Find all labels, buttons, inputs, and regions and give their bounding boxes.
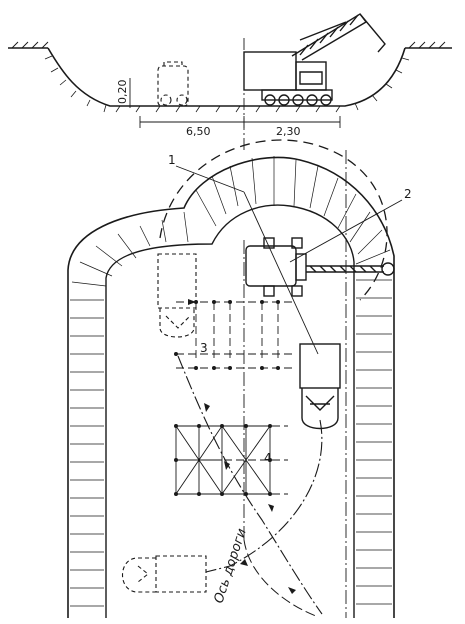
truck-loading (299, 343, 341, 430)
truck-section (157, 61, 189, 107)
ground-hatching (11, 41, 446, 49)
pit-bottom-hatch (115, 105, 341, 113)
truck-position-grid (175, 301, 296, 495)
direction-arrows (188, 299, 296, 594)
callout-2: 2 (404, 187, 412, 201)
road-axis-label: Ось дороги (212, 527, 250, 605)
callout-4: 4 (264, 451, 272, 465)
grid-dots (174, 300, 280, 496)
callout-3: 3 (200, 341, 208, 355)
truck-waiting (157, 253, 197, 338)
truck-departing (122, 555, 207, 593)
pit-profile-hatch (44, 55, 410, 113)
road-axis-curve (243, 539, 317, 617)
swing-radius-arc (159, 139, 388, 301)
width-right-label: 2,30 (276, 125, 301, 138)
cross-section: 0,20 6,50 2,30 (8, 13, 452, 150)
width-left-label: 6,50 (186, 125, 211, 138)
face-inner-edge (105, 204, 355, 618)
callout-leaders (175, 165, 403, 355)
face-outer-edge (67, 156, 395, 618)
depth-label: 0,20 (116, 80, 129, 105)
excavator-section (243, 13, 386, 106)
dimension-lines (129, 78, 341, 128)
truck-turn-path (205, 419, 323, 573)
face-slope-hatch (70, 156, 392, 607)
excavator-plan (245, 237, 395, 297)
pit-profile (47, 47, 406, 107)
callout-1: 1 (168, 153, 176, 167)
truck-travel-path (177, 355, 323, 615)
plan-view: 1 2 3 4 Ось дороги (67, 139, 412, 618)
